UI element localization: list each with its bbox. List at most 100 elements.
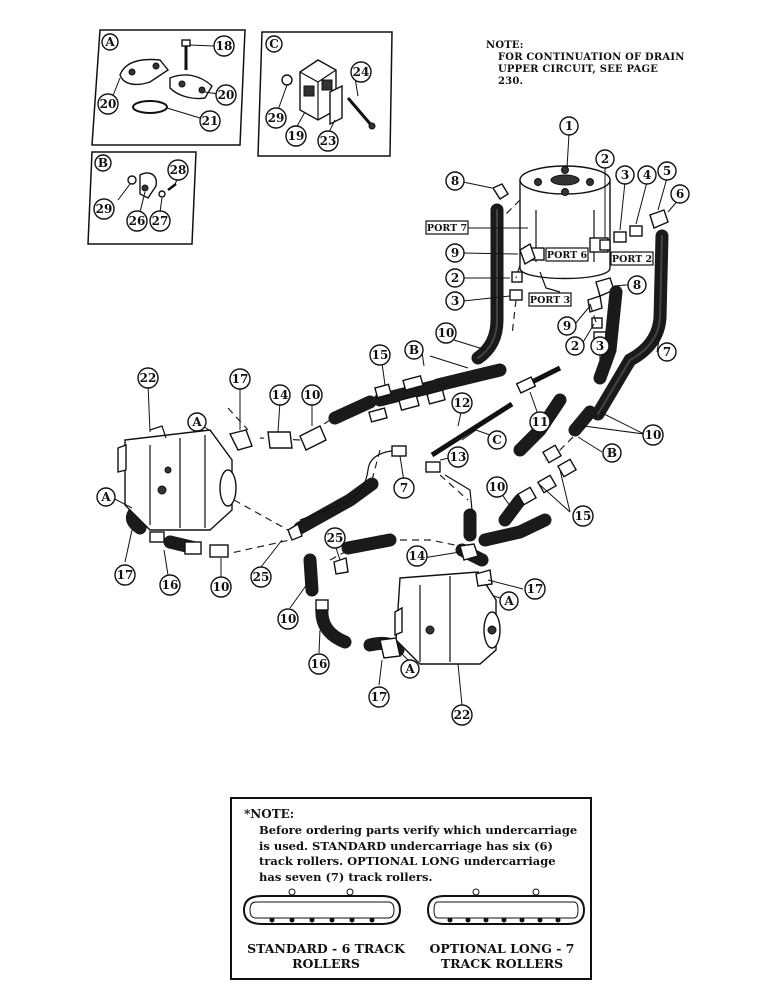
svg-text:19: 19 <box>288 129 305 143</box>
undercarriage-note-box: *NOTE: Before ordering parts verify whic… <box>230 797 592 980</box>
svg-text:26: 26 <box>129 214 146 228</box>
svg-text:B: B <box>98 156 108 170</box>
callout-14: 14 <box>406 545 428 567</box>
svg-text:22: 22 <box>454 708 471 722</box>
svg-text:25: 25 <box>253 570 270 584</box>
svg-text:28: 28 <box>170 163 187 177</box>
pump-left <box>117 425 237 531</box>
svg-text:4: 4 <box>643 168 651 182</box>
svg-text:10: 10 <box>438 326 455 340</box>
note-line: Before ordering parts verify which under… <box>259 823 578 837</box>
note-line: track rollers. OPTIONAL LONG undercarria… <box>259 854 556 868</box>
callout-16: 16 <box>159 574 181 596</box>
svg-text:10: 10 <box>280 612 297 626</box>
inset-c-letter: C <box>265 35 283 53</box>
svg-text:20: 20 <box>218 88 235 102</box>
svg-text:2: 2 <box>571 339 579 353</box>
inset-a: A <box>91 29 246 146</box>
svg-text:10: 10 <box>213 580 230 594</box>
callout-3: 3 <box>445 291 465 311</box>
callout-25: 25 <box>250 566 272 588</box>
track-roller-illustrations <box>242 888 586 925</box>
svg-text:7: 7 <box>663 345 671 359</box>
callout-11: 11 <box>529 411 551 433</box>
callout-10: 10 <box>486 476 508 498</box>
svg-text:A: A <box>503 594 514 608</box>
callout-letter-a: A <box>96 487 116 507</box>
callout-8: 8 <box>627 275 647 295</box>
svg-text:29: 29 <box>268 111 285 125</box>
callout-21: 21 <box>199 110 221 132</box>
callout-2: 2 <box>595 149 615 169</box>
callout-15: 15 <box>369 344 391 366</box>
svg-text:16: 16 <box>162 578 179 592</box>
callout-9: 9 <box>445 243 465 263</box>
callout-6: 6 <box>670 184 690 204</box>
svg-text:PORT 7: PORT 7 <box>427 223 467 234</box>
callout-10: 10 <box>277 608 299 630</box>
callout-5: 5 <box>657 161 677 181</box>
svg-text:21: 21 <box>202 114 219 128</box>
callout-29: 29 <box>93 198 115 220</box>
callout-2: 2 <box>445 268 465 288</box>
callout-24: 24 <box>350 61 372 83</box>
standard-label-line: ROLLERS <box>292 956 360 971</box>
inset-b-letter: B <box>94 154 112 172</box>
callout-8: 8 <box>445 171 465 191</box>
callout-27: 27 <box>149 210 171 232</box>
inset-b: B <box>87 151 197 245</box>
callout-15: 15 <box>572 505 594 527</box>
svg-text:C: C <box>269 37 279 51</box>
svg-text:10: 10 <box>645 428 662 442</box>
callout-10: 10 <box>210 576 232 598</box>
svg-text:A: A <box>104 35 115 49</box>
callout-28: 28 <box>167 159 189 181</box>
svg-text:3: 3 <box>596 339 604 353</box>
callout-7: 7 <box>657 342 677 362</box>
svg-text:8: 8 <box>633 278 641 292</box>
callout-17: 17 <box>229 368 251 390</box>
svg-text:23: 23 <box>320 134 337 148</box>
callout-letter-a: A <box>499 591 519 611</box>
callout-letter-b: B <box>404 340 424 360</box>
svg-text:20: 20 <box>100 97 117 111</box>
svg-text:18: 18 <box>216 39 233 53</box>
svg-text:13: 13 <box>450 450 467 464</box>
note-line: has seven (7) track rollers. <box>259 869 433 884</box>
svg-text:8: 8 <box>451 174 459 188</box>
standard-label-line: STANDARD - 6 TRACK <box>247 941 405 956</box>
callout-1: 1 <box>559 116 579 136</box>
svg-text:22: 22 <box>140 371 157 385</box>
svg-text:1: 1 <box>565 119 573 133</box>
drain-circuit-note: NOTE: FOR CONTINUATION OF DRAIN UPPER CI… <box>486 40 696 88</box>
callout-22: 22 <box>137 367 159 389</box>
pressure-lines <box>299 449 473 521</box>
svg-text:17: 17 <box>371 690 388 704</box>
optional-track-label: OPTIONAL LONG - 7 TRACK ROLLERS <box>422 941 582 971</box>
svg-text:B: B <box>409 343 419 357</box>
callout-12: 12 <box>451 392 473 414</box>
undercarriage-note-title: *NOTE: <box>244 807 295 821</box>
callout-22: 22 <box>451 704 473 726</box>
inset-c: C <box>257 31 393 157</box>
standard-track-label: STANDARD - 6 TRACK ROLLERS <box>246 941 406 971</box>
svg-text:C: C <box>492 433 502 447</box>
svg-text:14: 14 <box>272 388 289 402</box>
drain-note-line: FOR CONTINUATION OF DRAIN <box>498 52 685 63</box>
callout-25: 25 <box>324 527 346 549</box>
drain-note-title: NOTE: <box>486 40 524 51</box>
control-valve <box>519 165 611 293</box>
callout-17: 17 <box>368 686 390 708</box>
svg-text:11: 11 <box>532 415 549 429</box>
svg-text:15: 15 <box>372 348 389 362</box>
callout-26: 26 <box>126 210 148 232</box>
hoses <box>125 203 669 657</box>
callout-16: 16 <box>308 653 330 675</box>
svg-text:PORT 2: PORT 2 <box>612 254 652 265</box>
svg-text:PORT 6: PORT 6 <box>547 250 588 261</box>
svg-text:12: 12 <box>454 396 471 410</box>
svg-text:6: 6 <box>676 187 684 201</box>
callout-10: 10 <box>301 384 323 406</box>
svg-text:10: 10 <box>304 388 321 402</box>
